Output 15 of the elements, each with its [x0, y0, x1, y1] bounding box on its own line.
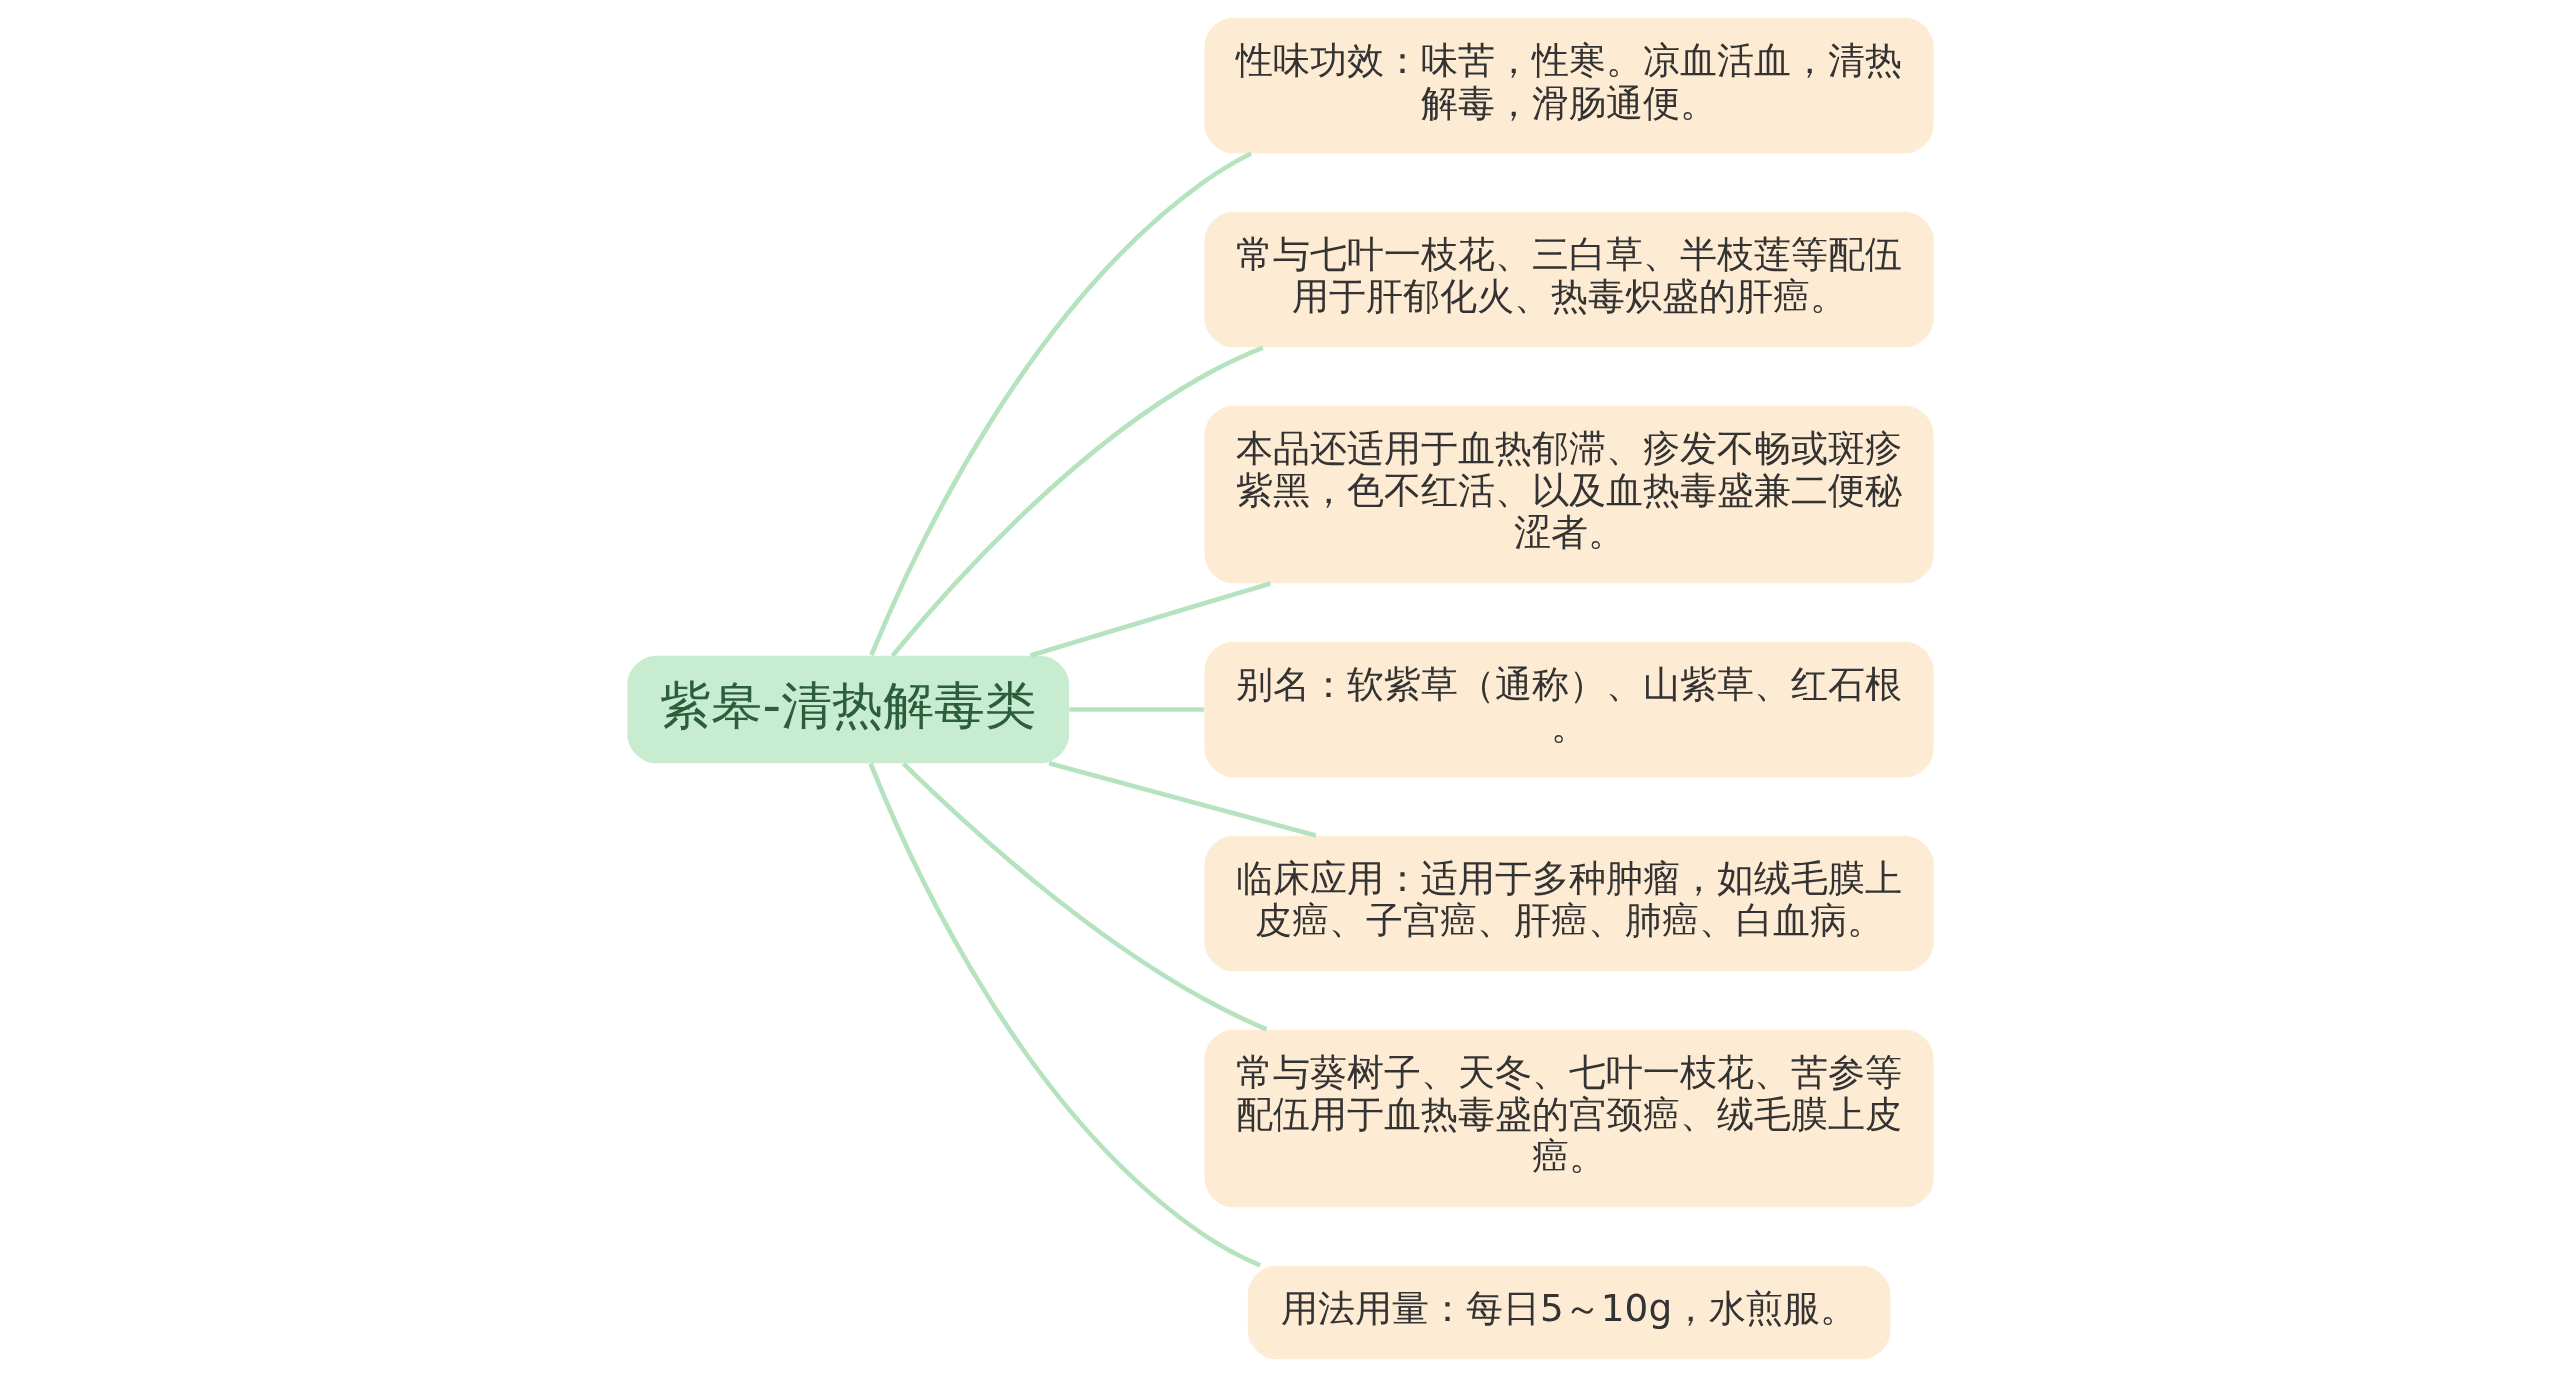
node-box: 用法用量：每日5～10g，水煎服。 [1247, 1265, 1890, 1360]
node-box: 性味功效：味苦，性寒。凉血活血，清热解毒，滑肠通便。 [1204, 17, 1934, 154]
node-box: 临床应用：适用于多种肿瘤，如绒毛膜上皮癌、子宫癌、肝癌、肺癌、白血病。 [1204, 835, 1934, 972]
connector [1047, 761, 1317, 838]
connector [1029, 581, 1271, 658]
connector [867, 762, 1261, 1268]
node-box: 常与七叶一枝花、三白草、半枝莲等配伍用于肝郁化火、热毒炽盛的肝癌。 [1204, 211, 1934, 348]
node-box: 别名：软紫草（通称）、山紫草、红石根。 [1204, 641, 1934, 778]
connector [890, 345, 1264, 658]
node-box: 常与葵树子、天冬、七叶一枝花、苦参等配伍用于血热毒盛的宫颈癌、绒毛膜上皮癌。 [1204, 1029, 1934, 1208]
node-box: 紫皋-清热解毒类 [626, 655, 1069, 764]
connector [1068, 707, 1204, 712]
connector [901, 762, 1267, 1032]
node-box: 本品还适用于血热郁滞、疹发不畅或斑疹紫黑，色不红活、以及血热毒盛兼二便秘涩者。 [1204, 405, 1934, 584]
connector [868, 151, 1252, 657]
